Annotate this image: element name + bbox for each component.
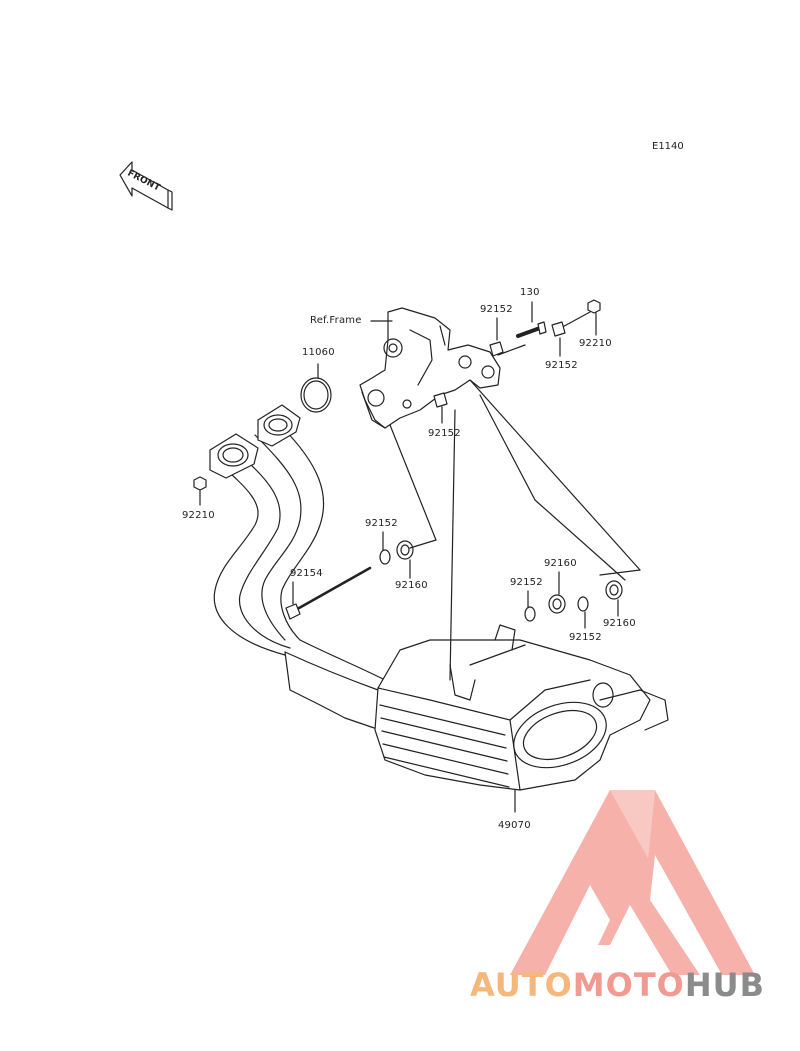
part-label-49070[interactable]: 49070 bbox=[498, 820, 531, 831]
nut-92210-upper bbox=[587, 299, 601, 336]
part-label-11060[interactable]: 11060 bbox=[302, 347, 335, 358]
collar-92152-upper-right bbox=[551, 321, 566, 357]
wordmark-auto: AUTO bbox=[470, 966, 573, 1004]
frame-bracket bbox=[359, 307, 501, 429]
automotohub-wordmark: AUTOMOTOHUB bbox=[470, 966, 765, 1004]
grommet-group-right bbox=[524, 571, 623, 629]
bolt-92154 bbox=[285, 566, 372, 620]
wordmark-hub: HUB bbox=[684, 966, 766, 1004]
bolt-130 bbox=[516, 301, 547, 338]
part-label-130[interactable]: 130 bbox=[520, 287, 540, 298]
part-label-92160-center[interactable]: 92160 bbox=[544, 558, 577, 569]
part-label-92152-upper-left[interactable]: 92152 bbox=[480, 304, 513, 315]
nut-92210-left bbox=[193, 476, 207, 506]
header-pipes bbox=[213, 424, 386, 731]
part-label-92152-right-b[interactable]: 92152 bbox=[569, 632, 602, 643]
part-label-92210-left[interactable]: 92210 bbox=[182, 510, 215, 521]
part-label-92160-right[interactable]: 92160 bbox=[603, 618, 636, 629]
part-label-92152-right-a[interactable]: 92152 bbox=[510, 577, 543, 588]
part-label-92210-upper[interactable]: 92210 bbox=[579, 338, 612, 349]
front-arrow-icon bbox=[119, 161, 173, 211]
gasket-ring bbox=[300, 363, 332, 413]
muffler bbox=[374, 624, 669, 813]
part-label-92152-upper-right[interactable]: 92152 bbox=[545, 360, 578, 371]
diagram-code: E1140 bbox=[652, 141, 684, 152]
collar-92152-upper-left bbox=[489, 317, 504, 357]
automotohub-logo-icon bbox=[510, 790, 755, 975]
pipe-flanges bbox=[209, 404, 301, 479]
part-label-92152-middle[interactable]: 92152 bbox=[428, 428, 461, 439]
collar-92152-middle bbox=[433, 392, 448, 424]
ref-frame-label: Ref.Frame bbox=[310, 315, 362, 326]
part-label-92152-left[interactable]: 92152 bbox=[365, 518, 398, 529]
leader-lines bbox=[389, 311, 641, 681]
part-label-92154[interactable]: 92154 bbox=[290, 568, 323, 579]
wordmark-moto: MOTO bbox=[572, 966, 685, 1004]
part-label-92160-left[interactable]: 92160 bbox=[395, 580, 428, 591]
grommet-group-left bbox=[379, 531, 414, 579]
